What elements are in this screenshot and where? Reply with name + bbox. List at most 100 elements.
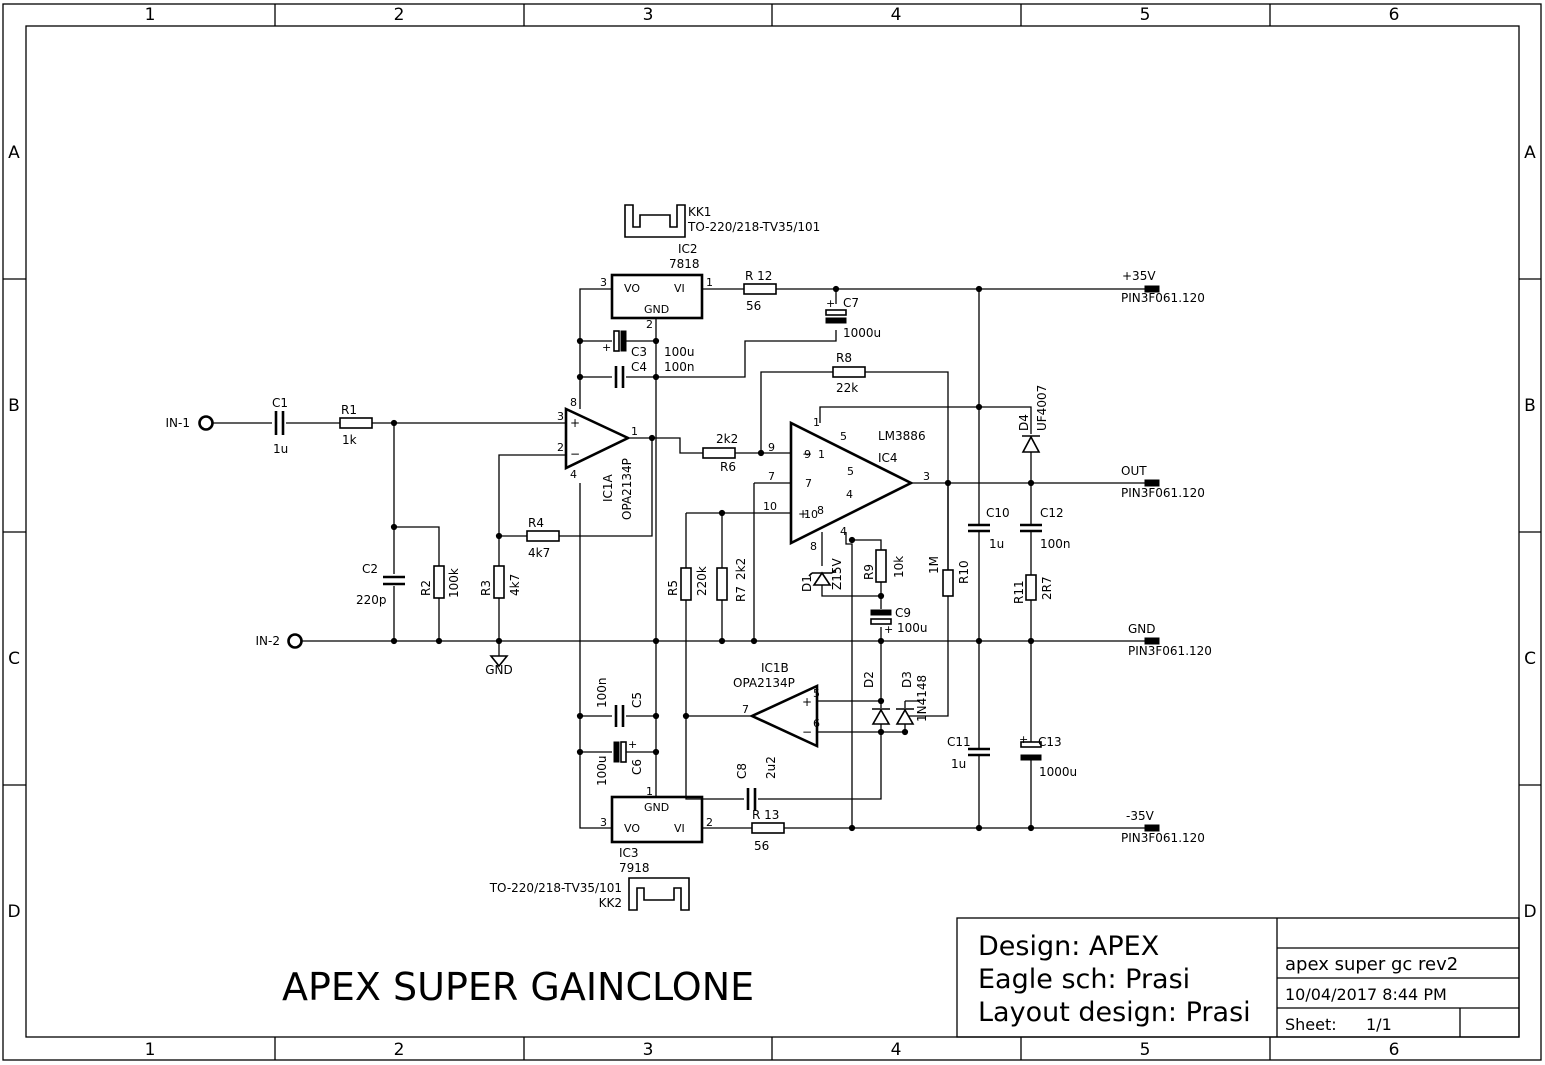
r7-value: 2k2 bbox=[734, 558, 748, 580]
heatsink-kk1: KK1 TO-220/218-TV35/101 bbox=[624, 204, 820, 238]
r6-value: 2k2 bbox=[716, 432, 738, 446]
in2-port[interactable]: IN-2 bbox=[256, 633, 303, 649]
resistor-r12: R 12 56 bbox=[743, 269, 777, 313]
r13-value: 56 bbox=[754, 839, 769, 853]
svg-text:1: 1 bbox=[646, 785, 653, 798]
row-label: C bbox=[1524, 649, 1536, 669]
kk2-pkg: TO-220/218-TV35/101 bbox=[489, 881, 622, 895]
r12-name: R 12 bbox=[745, 269, 772, 283]
svg-text:3: 3 bbox=[600, 816, 607, 829]
diode-d2: D2 bbox=[862, 671, 891, 725]
d2-name: D2 bbox=[862, 671, 876, 688]
c9-name: C9 bbox=[895, 606, 911, 620]
ic3-value: 7918 bbox=[619, 861, 650, 875]
drawing-frame bbox=[2, 3, 1542, 1061]
col-label: 3 bbox=[643, 1040, 654, 1060]
ic3-vo: VO bbox=[624, 822, 640, 835]
svg-text:8: 8 bbox=[817, 504, 824, 517]
gnd-label: GND bbox=[1128, 622, 1156, 636]
capacitor-c9: + C9 100u bbox=[870, 606, 928, 636]
resistor-r4: R4 4k7 bbox=[526, 516, 560, 560]
connector-p35[interactable]: +35V PIN3F061.120 bbox=[1121, 269, 1205, 305]
p35-pin: PIN3F061.120 bbox=[1121, 291, 1205, 305]
svg-text:+: + bbox=[602, 341, 611, 354]
ic3-vi: VI bbox=[674, 822, 685, 835]
ic2-vi: VI bbox=[674, 282, 685, 295]
c3-name: C3 bbox=[631, 345, 647, 359]
col-label: 5 bbox=[1140, 5, 1151, 25]
resistor-r7: R7 2k2 bbox=[716, 558, 748, 602]
ic1b-value: OPA2134P bbox=[733, 676, 795, 690]
col-label: 4 bbox=[891, 1040, 902, 1060]
row-label: B bbox=[1524, 396, 1536, 416]
svg-text:7: 7 bbox=[805, 477, 812, 490]
ic1a-value: OPA2134P bbox=[620, 458, 634, 520]
col-label: 5 bbox=[1140, 1040, 1151, 1060]
connector-gnd[interactable]: GND PIN3F061.120 bbox=[1128, 622, 1212, 658]
r5-name: R5 bbox=[666, 580, 680, 596]
gnd-symbol: GND bbox=[485, 655, 513, 677]
d4-name: D4 bbox=[1017, 414, 1031, 431]
r3-value: 4k7 bbox=[508, 574, 522, 596]
svg-text:−: − bbox=[570, 447, 580, 461]
c7-name: C7 bbox=[843, 296, 859, 310]
kk2-name: KK2 bbox=[599, 896, 622, 910]
resistor-r5: R5 220k bbox=[666, 566, 709, 601]
svg-text:2: 2 bbox=[646, 318, 653, 331]
resistor-r11: R11 2R7 bbox=[1012, 574, 1054, 604]
n35-label: -35V bbox=[1126, 809, 1155, 823]
capacitor-c8: C8 2u2 bbox=[735, 756, 778, 810]
date-text: 10/04/2017 8:44 PM bbox=[1285, 985, 1447, 1004]
c1-name: C1 bbox=[272, 396, 288, 410]
ic4-value: LM3886 bbox=[878, 429, 926, 443]
wires bbox=[213, 288, 1145, 829]
svg-text:2: 2 bbox=[557, 441, 564, 454]
svg-text:+: + bbox=[570, 416, 580, 430]
r10-name: R10 bbox=[957, 560, 971, 584]
svg-text:+: + bbox=[628, 738, 637, 751]
ic3-name: IC3 bbox=[619, 846, 639, 860]
r7-name: R7 bbox=[734, 586, 748, 602]
d4-value: UF4007 bbox=[1035, 385, 1049, 431]
svg-text:7: 7 bbox=[742, 703, 749, 716]
svg-text:1: 1 bbox=[813, 416, 820, 429]
resistor-r13: R 13 56 bbox=[751, 808, 785, 853]
zener-d1: D1 Z15V bbox=[800, 558, 844, 592]
svg-text:1: 1 bbox=[818, 448, 825, 461]
r9-value: 10k bbox=[892, 556, 906, 578]
heatsink-kk2: TO-220/218-TV35/101 KK2 bbox=[489, 877, 690, 911]
capacitor-c10: C10 1u bbox=[968, 506, 1010, 551]
r1-name: R1 bbox=[341, 403, 357, 417]
svg-text:+: + bbox=[1019, 733, 1028, 746]
capacitor-c2: C2 220p bbox=[356, 562, 405, 607]
svg-text:1: 1 bbox=[631, 425, 638, 438]
svg-text:2: 2 bbox=[706, 816, 713, 829]
capacitor-c11: C11 1u bbox=[947, 735, 990, 771]
design-text: Design: APEX bbox=[978, 931, 1159, 962]
ic2-gnd: GND bbox=[644, 303, 669, 316]
row-label: A bbox=[1524, 143, 1536, 163]
n35-pin: PIN3F061.120 bbox=[1121, 831, 1205, 845]
r10-value: 1M bbox=[927, 556, 941, 574]
opamp-ic1a: +− 32 184 IC1A OPA2134P bbox=[557, 396, 638, 520]
col-label: 2 bbox=[394, 1040, 405, 1060]
c13-name: C13 bbox=[1038, 735, 1062, 749]
resistor-r9: R9 10k bbox=[862, 549, 906, 583]
r4-value: 4k7 bbox=[528, 546, 550, 560]
connector-n35[interactable]: -35V PIN3F061.120 bbox=[1121, 809, 1205, 845]
col-label: 1 bbox=[145, 5, 156, 25]
svg-text:6: 6 bbox=[813, 717, 820, 730]
svg-text:+: + bbox=[884, 623, 893, 636]
connector-out[interactable]: OUT PIN3F061.120 bbox=[1121, 464, 1205, 500]
r2-name: R2 bbox=[419, 580, 433, 596]
title-block: Design: APEX Eagle sch: Prasi Layout des… bbox=[956, 917, 1520, 1038]
svg-text:3: 3 bbox=[923, 470, 930, 483]
c7-value: 1000u bbox=[843, 326, 881, 340]
kk1-pkg: TO-220/218-TV35/101 bbox=[687, 220, 820, 234]
d1-value: Z15V bbox=[830, 558, 844, 590]
in1-port[interactable]: IN-1 bbox=[166, 415, 214, 431]
p35-label: +35V bbox=[1122, 269, 1156, 283]
